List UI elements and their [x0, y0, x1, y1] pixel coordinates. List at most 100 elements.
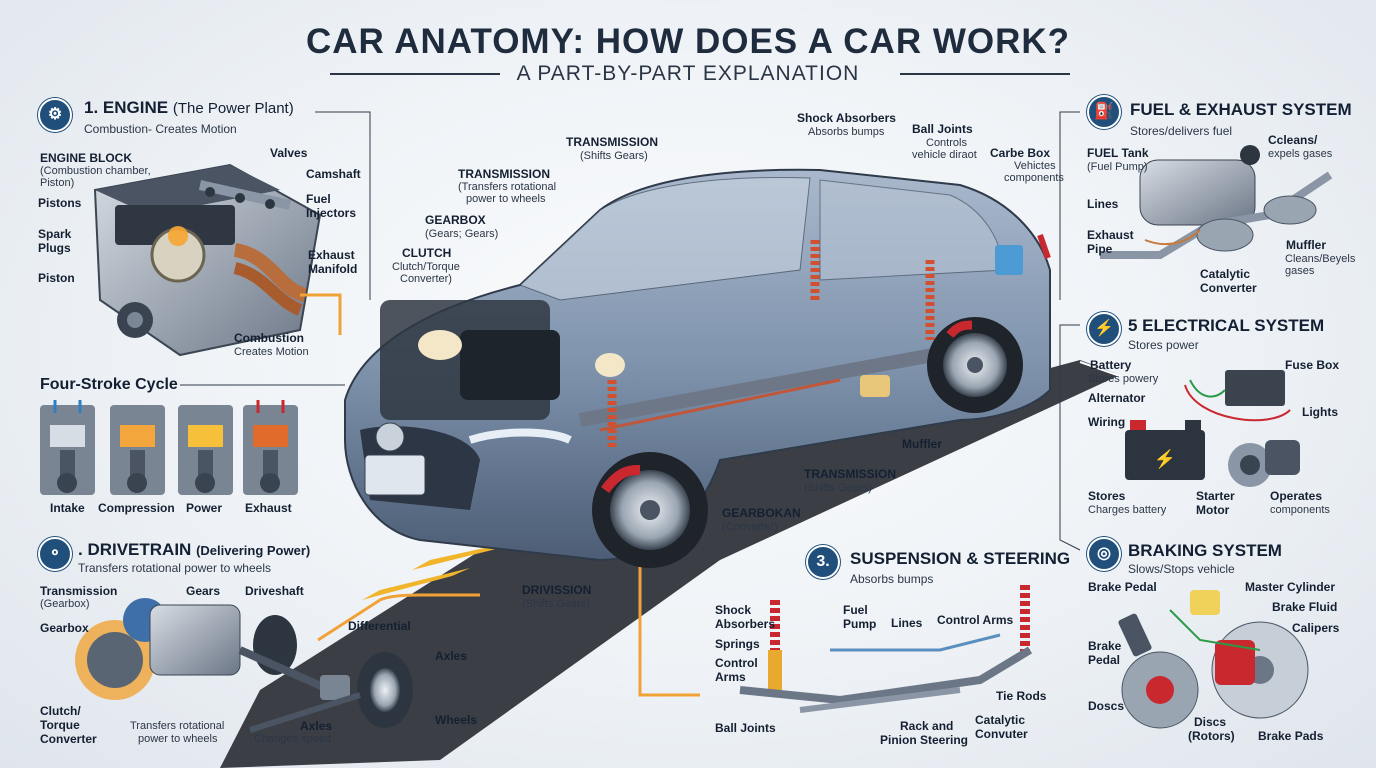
exhaust-manifold-label2: Manifold [308, 262, 358, 276]
car-transmission-low: TRANSMISSION [804, 467, 897, 481]
lightning-icon: ⚡ [1087, 312, 1121, 346]
car-clutch-sub2: Converter) [400, 273, 452, 285]
el-fuse-box: Fuse Box [1285, 358, 1340, 372]
car-muffler: Muffler [902, 437, 942, 451]
fe-catalytic2: Converter [1200, 281, 1257, 295]
combustion-label: Combustion [234, 331, 304, 345]
fe-muffler-sub1: Cleans/Beyels [1285, 253, 1356, 265]
pistons-label: Pistons [38, 196, 82, 210]
el-stores: Stores [1088, 489, 1126, 503]
el-battery-sub: Stores powery [1088, 373, 1159, 385]
susp-springs: Springs [715, 637, 760, 651]
dt-wheels: Wheels [435, 713, 478, 727]
fe-cleans1: Ccleans/ [1268, 133, 1318, 147]
fuel-injectors-label2: Injectors [306, 206, 357, 220]
car-carbe-box-sub2: components [1004, 172, 1064, 184]
susp-control2: Arms [715, 670, 746, 684]
fe-fuel-tank: FUEL Tank [1087, 146, 1149, 160]
fuel-pump-icon: ⛽ [1087, 95, 1121, 129]
drivetrain-icon: ⚬ [38, 537, 72, 571]
el-operates2: components [1270, 504, 1330, 516]
br-discs2: (Rotors) [1188, 729, 1235, 743]
drivetrain-subheading: Transfers rotational power to wheels [78, 561, 271, 575]
car-transmission-mid: TRANSMISSION [458, 167, 551, 181]
car-gearbokan-sub: (Converter) [722, 521, 778, 533]
dt-axles-top: Axles [435, 649, 468, 663]
fe-lines: Lines [1087, 197, 1119, 211]
flow-arrow-drivetrain [317, 593, 480, 642]
stroke-power: Power [186, 501, 223, 515]
dt-clutch3: Converter [40, 732, 97, 746]
engine-block-label: ENGINE BLOCK [40, 151, 133, 165]
fuel-exhaust-heading: FUEL & EXHAUST SYSTEM [1130, 100, 1352, 119]
fuel-injectors-label1: Fuel [306, 192, 331, 206]
susp-rack2: Pinion Steering [880, 733, 969, 747]
subtitle-rule-right [900, 73, 1070, 75]
dt-changes-speed: Changes speed [254, 733, 332, 745]
car-carbe-box: Carbe Box [990, 146, 1051, 160]
susp-lines: Lines [891, 616, 923, 630]
el-starter2: Motor [1196, 503, 1230, 517]
susp-ball-joints: Ball Joints [715, 721, 776, 735]
electrical-subheading: Stores power [1128, 338, 1199, 352]
braking-heading: BRAKING SYSTEM [1128, 541, 1282, 560]
car-transmission-top: TRANSMISSION [566, 135, 659, 149]
car-gearbokan: GEARBOKAN [722, 506, 801, 520]
br-discs1: Discs [1194, 715, 1227, 729]
car-transmission-low-sub: (Shifts Gears) [804, 482, 872, 494]
susp-shock2: Absorbers [715, 617, 776, 631]
dt-transfers1: Transfers rotational [130, 720, 225, 732]
car-ball-joints-sub1: Controls [926, 137, 967, 149]
brake-disc-icon: ◎ [1087, 537, 1121, 571]
stroke-exhaust: Exhaust [245, 501, 292, 515]
el-operates1: Operates [1270, 489, 1323, 503]
fe-muffler: Muffler [1286, 238, 1326, 252]
engine-subheading: Combustion- Creates Motion [84, 122, 237, 136]
br-brake-pads: Brake Pads [1258, 729, 1324, 743]
braking-illustration [1118, 590, 1309, 729]
car-transmission-mid-sub1: (Transfers rotational [458, 181, 557, 193]
dt-clutch2: Torque [40, 718, 80, 732]
br-doscs: Doscs [1088, 699, 1125, 713]
drivetrain-heading: . DRIVETRAIN (Delivering Power) [78, 540, 311, 559]
car-gearbox-sub: (Gears; Gears) [425, 228, 499, 240]
engine-block-sub1: (Combustion chamber, [40, 165, 151, 177]
engine-block-sub2: Piston) [40, 177, 75, 189]
braking-subheading: Slows/Stops vehicle [1128, 562, 1235, 576]
four-stroke-heading: Four-Stroke Cycle [40, 376, 178, 393]
car-shock-absorbers-sub: Absorbs bumps [808, 126, 885, 138]
susp-tie-rods: Tie Rods [996, 689, 1047, 703]
camshaft-label: Camshaft [306, 167, 361, 181]
br-calipers: Calipers [1292, 621, 1340, 635]
br-master-cylinder: Master Cylinder [1245, 580, 1336, 594]
car-transmission-top-sub: (Shifts Gears) [580, 150, 648, 162]
car-drivission-sub: (Shifts Gears) [522, 598, 590, 610]
dt-gearbox: Gearbox [40, 621, 89, 635]
spark-plugs-label1: Spark [38, 227, 72, 241]
suspension-heading: SUSPENSION & STEERING [850, 549, 1071, 568]
car-gearbox: GEARBOX [425, 213, 486, 227]
dt-gears: Gears [186, 584, 221, 598]
spark-plugs-label2: Plugs [38, 241, 71, 255]
engine-gear-icon: ⚙ [38, 98, 72, 132]
car-ball-joints-sub2: vehicle diraot [912, 149, 977, 161]
stroke-compression: Compression [98, 501, 175, 515]
svg-text:⚡: ⚡ [1154, 448, 1176, 470]
car-transmission-mid-sub2: power to wheels [466, 193, 546, 205]
piston-label: Piston [38, 271, 75, 285]
fe-exhaust2: Pipe [1087, 242, 1113, 256]
fe-muffler-sub2: gases [1285, 265, 1315, 277]
el-charges: Charges battery [1088, 504, 1167, 516]
dt-axles: Axles [300, 719, 333, 733]
subtitle-rule-left [330, 73, 500, 75]
car-carbe-box-sub1: Vehictes [1014, 160, 1056, 172]
dt-clutch1: Clutch/ [40, 704, 81, 718]
engine-heading: 1. ENGINE (The Power Plant) [84, 98, 294, 117]
dt-driveshaft: Driveshaft [245, 584, 304, 598]
fe-exhaust1: Exhaust [1087, 228, 1134, 242]
suspension-illustration [739, 585, 1033, 713]
car-drivission: DRIVISSION [522, 583, 592, 597]
dt-differential: Differential [348, 619, 411, 633]
fe-fuel-pump: (Fuel Pump) [1087, 161, 1148, 173]
